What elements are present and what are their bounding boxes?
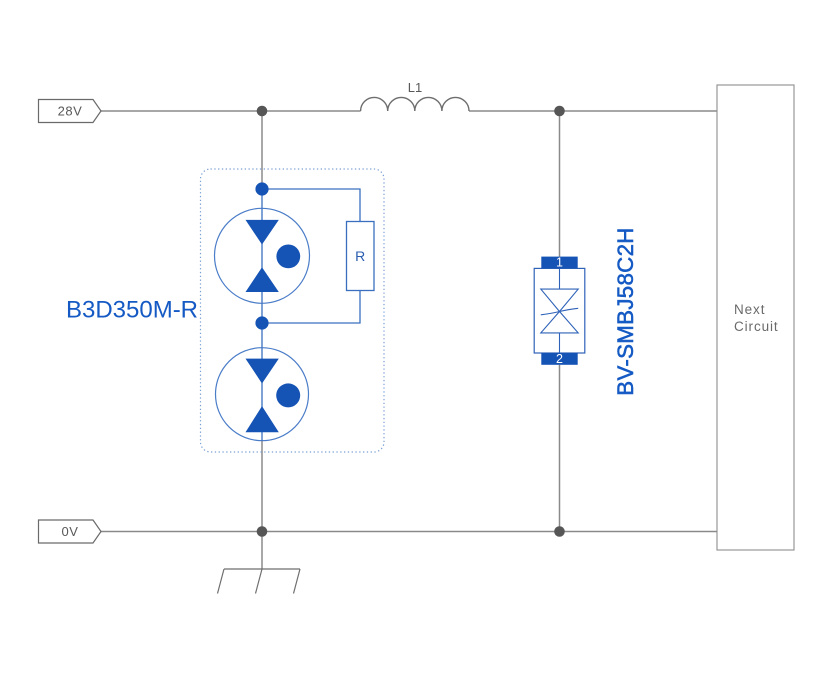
svg-text:R: R	[355, 248, 365, 264]
svg-text:BV-SMBJ58C2H: BV-SMBJ58C2H	[613, 227, 638, 395]
svg-text:Circuit: Circuit	[734, 319, 779, 334]
svg-text:0V: 0V	[62, 524, 79, 539]
svg-text:1: 1	[556, 256, 563, 270]
svg-text:2: 2	[556, 352, 563, 366]
svg-text:Next: Next	[734, 302, 765, 317]
svg-text:B3D350M-R: B3D350M-R	[66, 297, 198, 324]
svg-text:28V: 28V	[58, 104, 83, 119]
svg-text:L1: L1	[408, 80, 422, 95]
